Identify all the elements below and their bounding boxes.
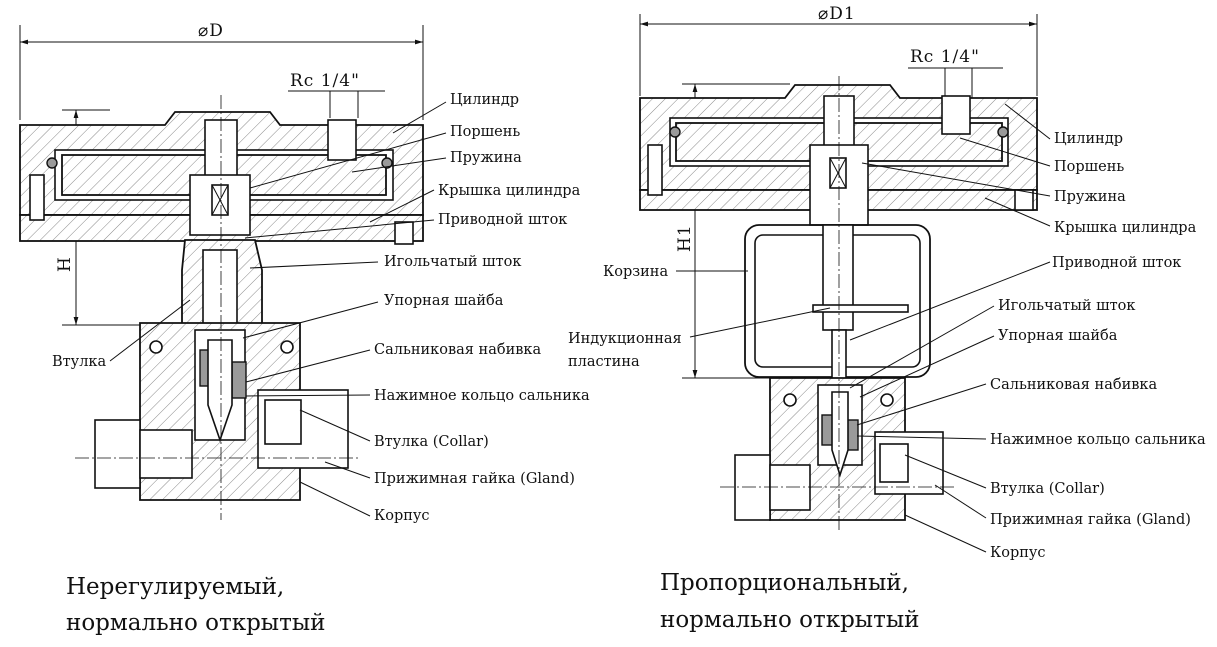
left-caption-line-1: Нерегулируемый, — [66, 574, 284, 600]
right-label-cylinder-cover: Крышка цилиндра — [1054, 220, 1197, 236]
left-label-cylinder-cover: Крышка цилиндра — [438, 183, 581, 199]
right-label-packing: Сальниковая набивка — [990, 377, 1157, 393]
right-induction-plate — [812, 304, 909, 313]
left-label-collar: Втулка (Collar) — [374, 434, 489, 450]
right-thread-dimension: Rc 1/4" — [908, 47, 1003, 98]
right-label-gland: Прижимная гайка (Gland) — [990, 512, 1191, 528]
left-dimension-h-label: H — [55, 256, 75, 272]
right-label-induction-plate-2: пластина — [568, 354, 640, 370]
right-dimension-d1: ⌀D1 — [639, 4, 1038, 96]
left-thread-label: Rc 1/4" — [290, 71, 360, 91]
left-label-piston: Поршень — [450, 124, 520, 140]
right-collar — [879, 443, 909, 483]
right-o-ring-2 — [997, 126, 1009, 138]
right-thread-label: Rc 1/4" — [910, 47, 980, 67]
left-label-spring: Пружина — [450, 150, 522, 166]
right-label-cylinder: Цилиндр — [1054, 131, 1123, 147]
left-port — [327, 119, 357, 161]
right-port — [941, 95, 971, 135]
left-caption-line-2: нормально открытый — [66, 610, 325, 636]
left-label-packing: Сальниковая набивка — [374, 342, 541, 358]
left-labels: Цилиндр Поршень Пружина Крышка цилиндра … — [52, 92, 590, 524]
right-screw — [783, 393, 797, 407]
right-gland — [874, 431, 944, 495]
right-label-spring: Пружина — [1054, 189, 1126, 205]
left-label-body: Корпус — [374, 508, 430, 524]
right-label-body: Корпус — [990, 545, 1046, 561]
right-caption-line-2: нормально открытый — [660, 607, 919, 633]
right-label-cage: Корзина — [603, 264, 668, 280]
right-label-thrust-washer: Упорная шайба — [998, 328, 1118, 344]
left-o-ring-2 — [381, 157, 393, 169]
right-label-drive-stem: Приводной шток — [1052, 255, 1181, 271]
left-label-needle-stem: Игольчатый шток — [384, 254, 521, 270]
right-label-packing-ring: Нажимное кольцо сальника — [990, 432, 1206, 448]
left-inlet-collar — [139, 429, 193, 479]
left-valve-drawing: ⌀D Rc 1/4" H — [19, 21, 424, 520]
right-o-ring — [669, 126, 681, 138]
left-bolt-2 — [394, 221, 414, 245]
left-label-thrust-washer: Упорная шайба — [384, 293, 504, 309]
right-label-needle-stem: Игольчатый шток — [998, 298, 1135, 314]
right-valve-drawing: ⌀D1 Rc 1/4" H1 — [639, 4, 1038, 530]
left-inlet-nut — [94, 419, 141, 489]
left-label-packing-ring: Нажимное кольцо сальника — [374, 388, 590, 404]
left-collar — [264, 399, 302, 445]
left-drive-stem — [202, 249, 238, 331]
left-screw-2 — [280, 340, 294, 354]
right-caption: Пропорциональный, нормально открытый — [660, 570, 919, 633]
right-label-induction-plate-1: Индукционная — [568, 331, 682, 347]
right-labels: Цилиндр Поршень Пружина Крышка цилиндра … — [568, 131, 1206, 561]
right-leaders — [676, 103, 1051, 553]
right-needle — [831, 391, 849, 478]
left-label-gland: Прижимная гайка (Gland) — [374, 471, 575, 487]
left-needle — [207, 339, 233, 443]
right-caption-line-1: Пропорциональный, — [660, 570, 909, 596]
right-screw-2 — [880, 393, 894, 407]
right-bolt-2 — [1014, 189, 1034, 211]
right-inlet-collar — [769, 464, 811, 511]
left-bolt — [29, 174, 45, 221]
left-leaders — [109, 101, 447, 517]
right-bolt — [647, 144, 663, 196]
left-dimension-d-label: ⌀D — [198, 21, 224, 41]
right-drive-stem — [822, 224, 854, 331]
left-dimension-d: ⌀D — [19, 21, 424, 120]
left-screw — [149, 340, 163, 354]
left-label-drive-stem: Приводной шток — [438, 212, 567, 228]
left-caption: Нерегулируемый, нормально открытый — [66, 574, 325, 636]
left-label-cylinder: Цилиндр — [450, 92, 519, 108]
right-dimension-h1-label: H1 — [675, 224, 695, 252]
right-label-collar: Втулка (Collar) — [990, 481, 1105, 497]
right-dimension-d1-label: ⌀D1 — [818, 4, 856, 24]
left-label-bushing: Втулка — [52, 354, 106, 370]
right-label-piston: Поршень — [1054, 159, 1124, 175]
left-thread-dimension: Rc 1/4" — [288, 71, 385, 118]
right-inlet-nut — [734, 454, 771, 521]
left-o-ring — [46, 157, 58, 169]
left-packing-2 — [231, 361, 247, 399]
